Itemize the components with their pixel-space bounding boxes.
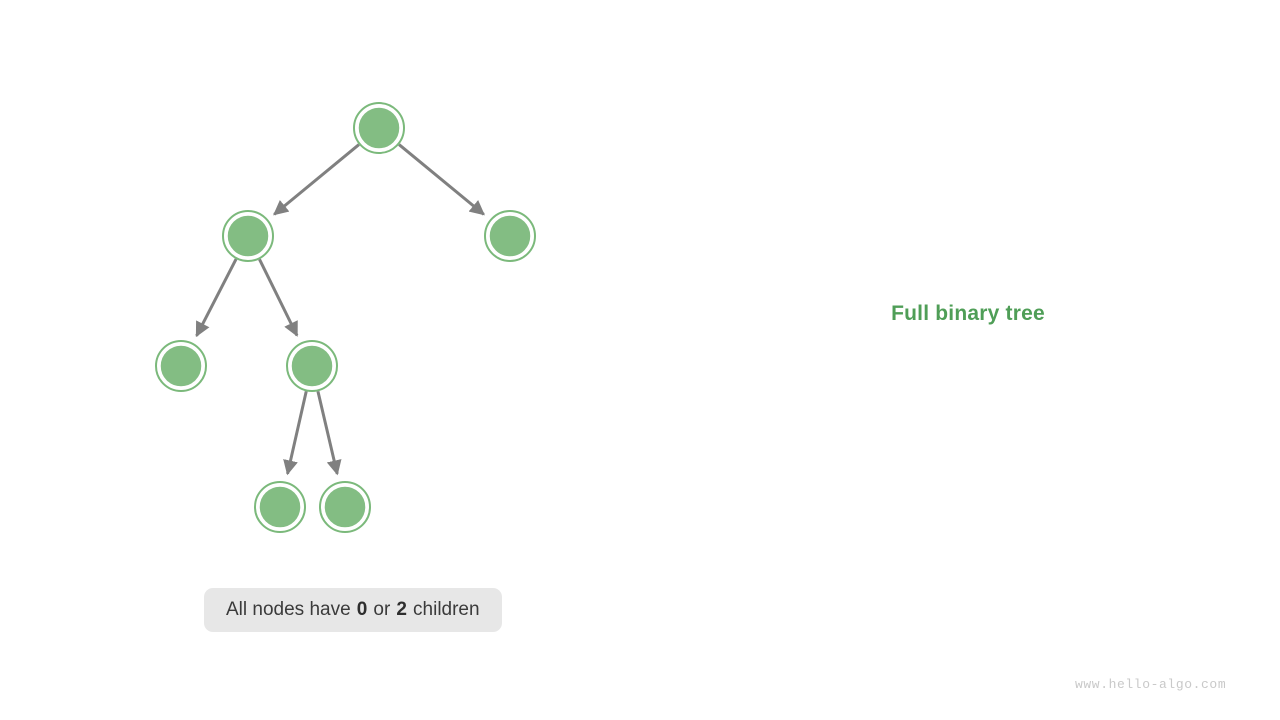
- tree-node-ring: [222, 210, 274, 262]
- tree-node-ring: [286, 340, 338, 392]
- tree-node[interactable]: [254, 481, 306, 533]
- tree-node[interactable]: [353, 102, 405, 154]
- caption-segment: All nodes have: [226, 599, 351, 620]
- watermark-label: www.hello-algo.com: [1075, 677, 1227, 692]
- caption-segment: children: [413, 599, 480, 620]
- caption-segment: 0: [356, 599, 368, 620]
- caption-text: All nodes have 0 or 2 children: [226, 599, 480, 621]
- tree-node-body: [226, 214, 270, 258]
- tree-edge: [398, 143, 485, 216]
- tree-node[interactable]: [484, 210, 536, 262]
- tree-edges: [195, 143, 485, 476]
- tree-node-ring: [319, 481, 371, 533]
- tree-node[interactable]: [286, 340, 338, 392]
- caption-segment: 2: [396, 599, 407, 620]
- tree-nodes: [155, 102, 536, 533]
- caption-segment: or: [373, 599, 391, 620]
- caption-badge: All nodes have 0 or 2 children: [204, 588, 502, 632]
- tree-edge: [273, 143, 360, 216]
- tree-node[interactable]: [155, 340, 207, 392]
- tree-edge: [283, 391, 308, 476]
- tree-node-ring: [353, 102, 405, 154]
- tree-node-ring: [484, 210, 536, 262]
- tree-node[interactable]: [222, 210, 274, 262]
- tree-node-body: [488, 214, 532, 258]
- tree-edge: [195, 258, 238, 338]
- page-title: Full binary tree: [891, 302, 1045, 325]
- tree-node-ring: [155, 340, 207, 392]
- tree-node-body: [290, 344, 334, 388]
- tree-node-body: [159, 344, 203, 388]
- tree-edge: [258, 258, 299, 337]
- tree-node-body: [323, 485, 367, 529]
- tree-node[interactable]: [319, 481, 371, 533]
- tree-edge: [316, 390, 342, 476]
- tree-node-body: [258, 485, 302, 529]
- tree-node-ring: [254, 481, 306, 533]
- tree-node-body: [357, 106, 401, 150]
